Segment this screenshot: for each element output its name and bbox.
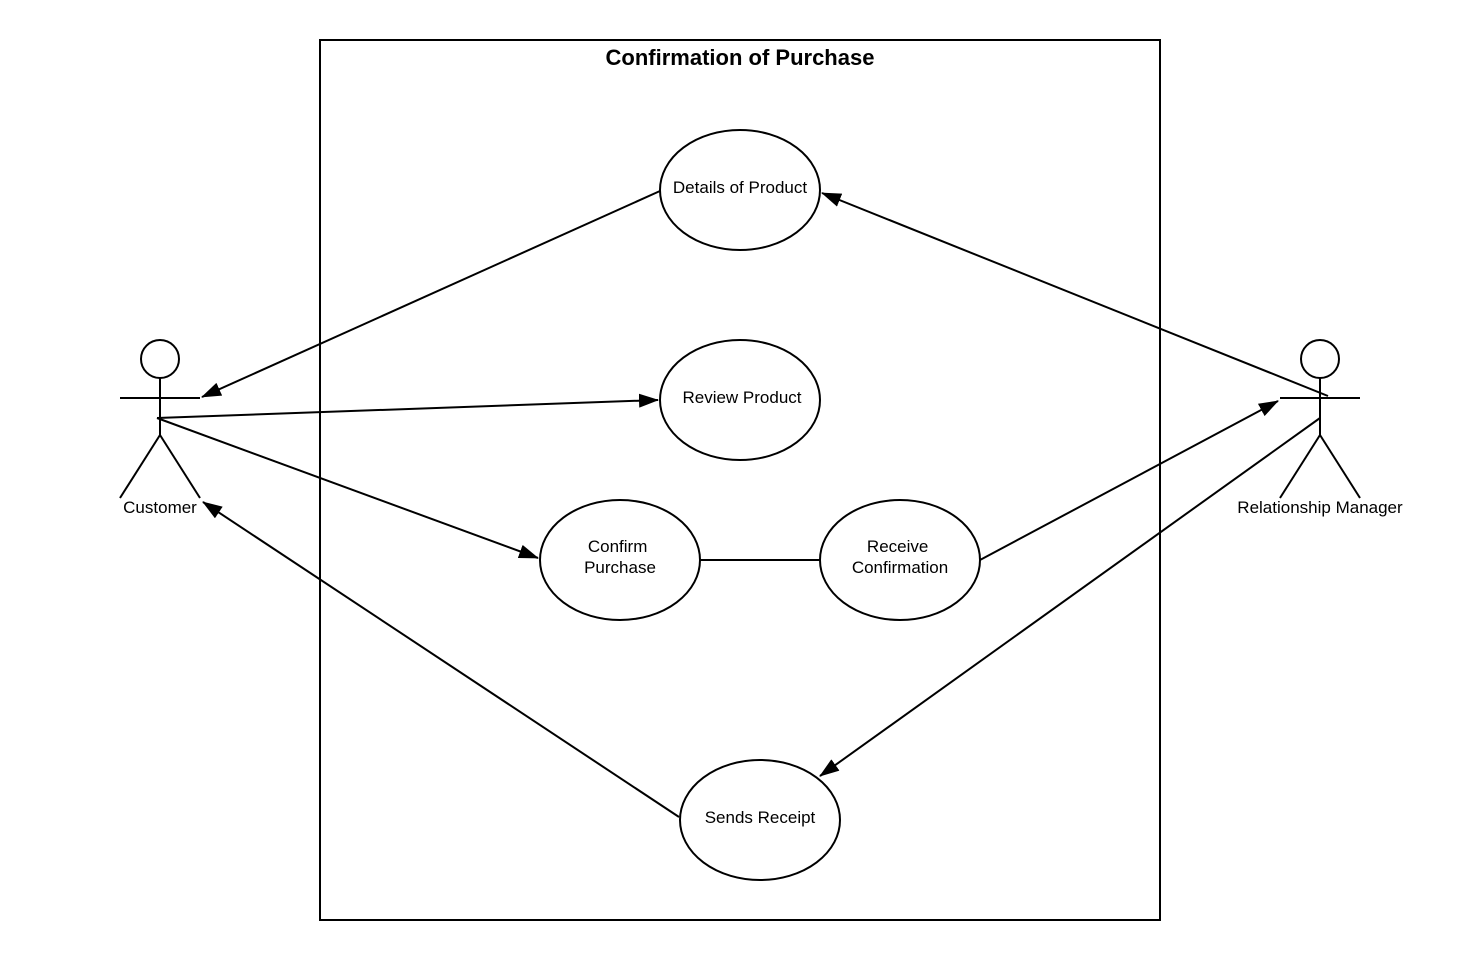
use-case-sends-receipt[interactable]: Sends Receipt bbox=[679, 759, 841, 881]
relationship-relationship-manager-to-sends-receipt bbox=[819, 417, 1321, 777]
relationship-lines bbox=[156, 190, 1329, 818]
use-case-label: Sends Receipt bbox=[705, 808, 816, 827]
use-case-ellipse bbox=[819, 499, 981, 621]
use-case-label: Confirm Purchase bbox=[584, 537, 656, 577]
use-case-ellipse bbox=[679, 759, 841, 881]
use-case-ellipse bbox=[659, 129, 821, 251]
actor-head bbox=[1300, 339, 1340, 379]
actor-label-customer: Customer bbox=[123, 498, 197, 517]
actor-relationship-manager[interactable]: Relationship Manager bbox=[1237, 339, 1403, 517]
relationship-relationship-manager-to-details-of-product bbox=[821, 192, 1329, 397]
use-case-receive-confirmation[interactable]: Receive Confirmation bbox=[819, 499, 981, 621]
use-case-details-of-product[interactable]: Details of Product bbox=[659, 129, 821, 251]
actor-left-leg bbox=[1279, 434, 1321, 499]
use-case-ellipse bbox=[659, 339, 821, 461]
actor-right-leg bbox=[159, 434, 201, 499]
actor-label-relationship-manager: Relationship Manager bbox=[1237, 498, 1403, 517]
use-case-label: Details of Product bbox=[673, 178, 807, 197]
system-title: Confirmation of Purchase bbox=[606, 45, 875, 70]
use-case-ellipse bbox=[539, 499, 701, 621]
use-case-confirm-purchase[interactable]: Confirm Purchase bbox=[539, 499, 701, 621]
relationship-receive-confirmation-to-relationship-manager bbox=[979, 400, 1279, 561]
actor-head bbox=[140, 339, 180, 379]
relationship-customer-to-review-product bbox=[156, 393, 659, 419]
use-case-review-product[interactable]: Review Product bbox=[659, 339, 821, 461]
use-case-label: Review Product bbox=[682, 388, 801, 407]
relationship-details-of-product-to-customer bbox=[201, 190, 661, 398]
actor-right-leg bbox=[1319, 434, 1361, 499]
system-boundary bbox=[319, 39, 1161, 921]
actor-customer[interactable]: Customer bbox=[119, 339, 201, 517]
actor-left-leg bbox=[119, 434, 161, 499]
relationship-customer-to-confirm-purchase bbox=[156, 417, 539, 559]
relationship-sends-receipt-to-customer bbox=[202, 501, 680, 818]
use-case-label: Receive Confirmation bbox=[852, 537, 948, 577]
